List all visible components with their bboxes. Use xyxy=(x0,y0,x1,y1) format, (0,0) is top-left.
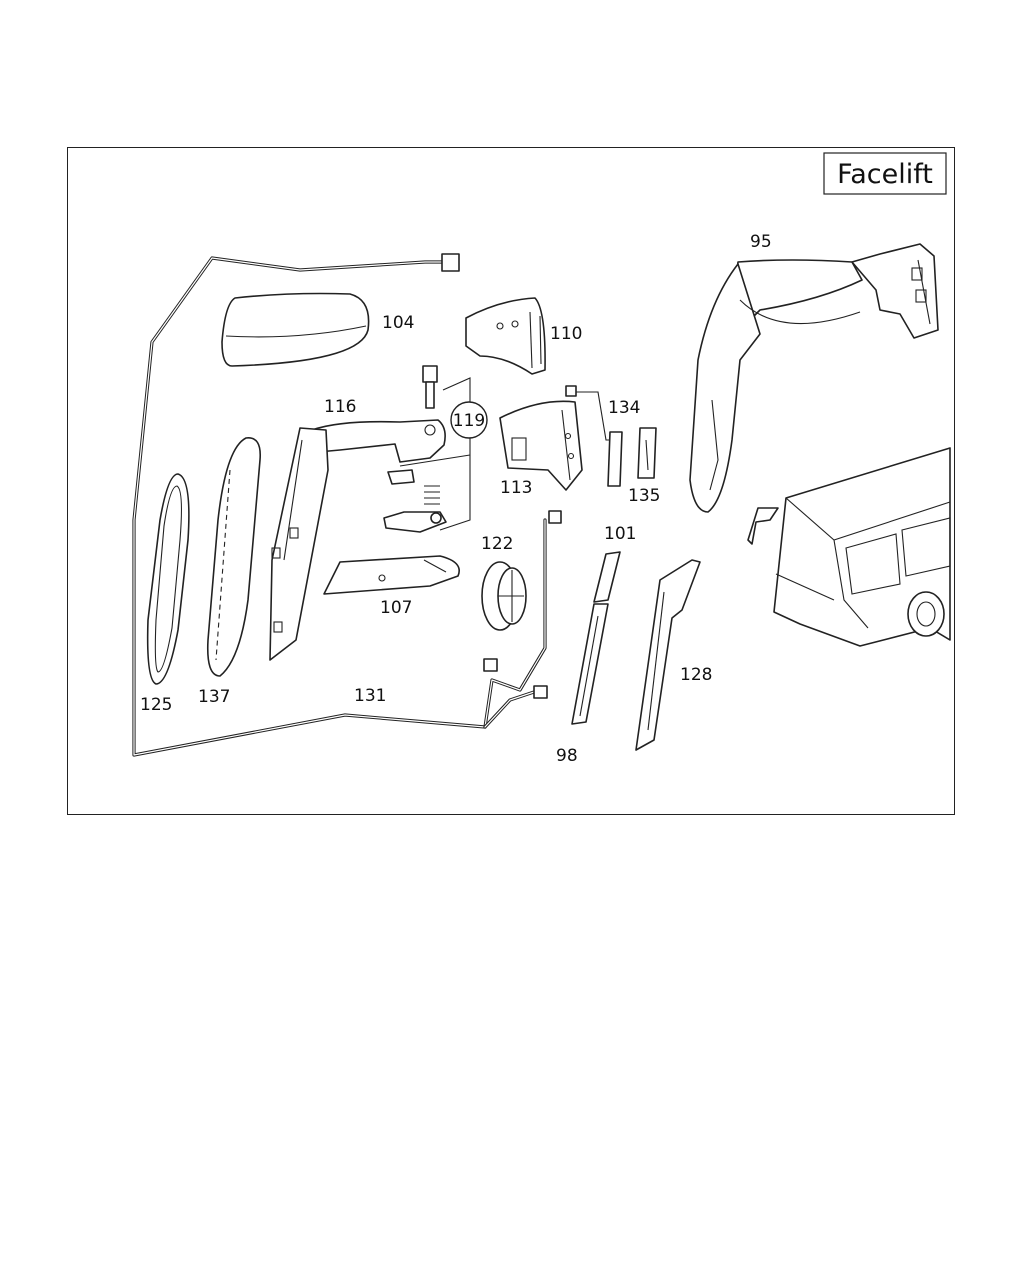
label-104: 104 xyxy=(382,313,414,333)
connector-icon xyxy=(483,658,498,672)
mirror-glass-98 xyxy=(571,603,609,725)
mirror-cover-104 xyxy=(221,292,370,367)
label-119: 119 xyxy=(453,411,485,431)
label-125: 125 xyxy=(140,695,172,715)
connector-icon xyxy=(548,510,562,524)
facelift-badge: Facelift xyxy=(823,152,947,195)
label-113: 113 xyxy=(500,478,532,498)
label-110: 110 xyxy=(550,324,582,344)
mirror-glass-125 xyxy=(146,473,190,685)
label-101: 101 xyxy=(604,524,636,544)
seal-ring-122 xyxy=(481,561,527,631)
connector-icon xyxy=(441,253,460,272)
label-98: 98 xyxy=(556,746,578,766)
label-134: 134 xyxy=(608,398,640,418)
label-128: 128 xyxy=(680,665,712,685)
bus-icon xyxy=(747,447,951,647)
facelift-label: Facelift xyxy=(837,159,933,190)
part-labels: 95 104 110 116 119 134 113 135 101 122 1… xyxy=(140,232,772,766)
cable-harness-131 xyxy=(132,253,562,757)
cable-lead-134 xyxy=(565,385,623,487)
diagram-frame xyxy=(67,147,955,815)
mirror-housing-137 xyxy=(206,437,262,677)
complete-mirror-95 xyxy=(689,243,939,513)
connector-icon xyxy=(533,685,548,699)
plate-135 xyxy=(637,427,657,479)
mirror-arm-116 xyxy=(269,419,446,661)
wide-angle-glass-101 xyxy=(593,551,621,603)
label-137: 137 xyxy=(198,687,230,707)
label-116: 116 xyxy=(324,397,356,417)
lower-cover-107 xyxy=(323,555,460,595)
glass-holder-128 xyxy=(635,559,701,751)
fastener-kit-119 xyxy=(383,365,471,533)
label-131: 131 xyxy=(354,686,386,706)
label-135: 135 xyxy=(628,486,660,506)
label-122: 122 xyxy=(481,534,513,554)
label-95: 95 xyxy=(750,232,772,252)
label-107: 107 xyxy=(380,598,412,618)
callout-circle xyxy=(450,401,488,439)
bracket-110 xyxy=(465,297,546,375)
adjustment-motor-113 xyxy=(499,400,583,491)
